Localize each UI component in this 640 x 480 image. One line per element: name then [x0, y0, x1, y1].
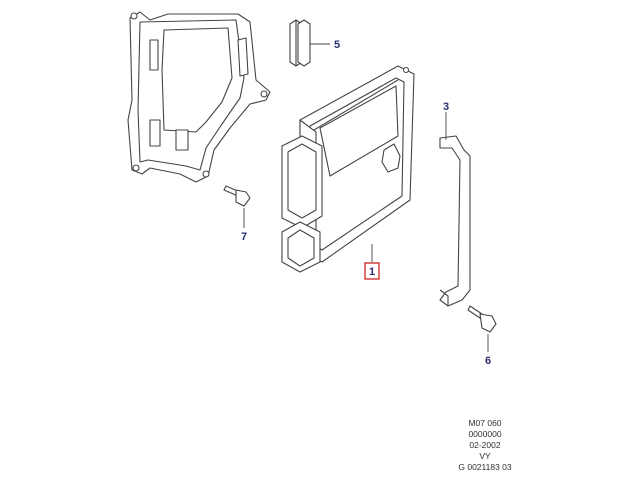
control-module — [281, 65, 415, 273]
reference-block: M07 060 0000000 02-2002 VY G 0021183 03 — [440, 418, 530, 473]
reference-line: VY — [479, 451, 491, 461]
callout-3: 3 — [443, 101, 449, 113]
reference-line: M07 060 — [468, 418, 502, 428]
clip-part — [289, 19, 311, 67]
bolt-part-7 — [223, 185, 251, 207]
bolt-part-6 — [467, 305, 497, 333]
callout-highlight-box — [364, 262, 380, 280]
callout-1: 1 — [369, 266, 375, 278]
callout-6: 6 — [485, 355, 491, 367]
callout-5: 5 — [334, 39, 340, 51]
callout-7: 7 — [241, 231, 247, 243]
mounting-bracket — [127, 11, 271, 183]
reference-line: 02-2002 — [469, 440, 501, 450]
reference-line: 0000000 — [468, 429, 502, 439]
support-strap — [439, 135, 471, 307]
reference-line: G 0021183 03 — [458, 462, 512, 472]
